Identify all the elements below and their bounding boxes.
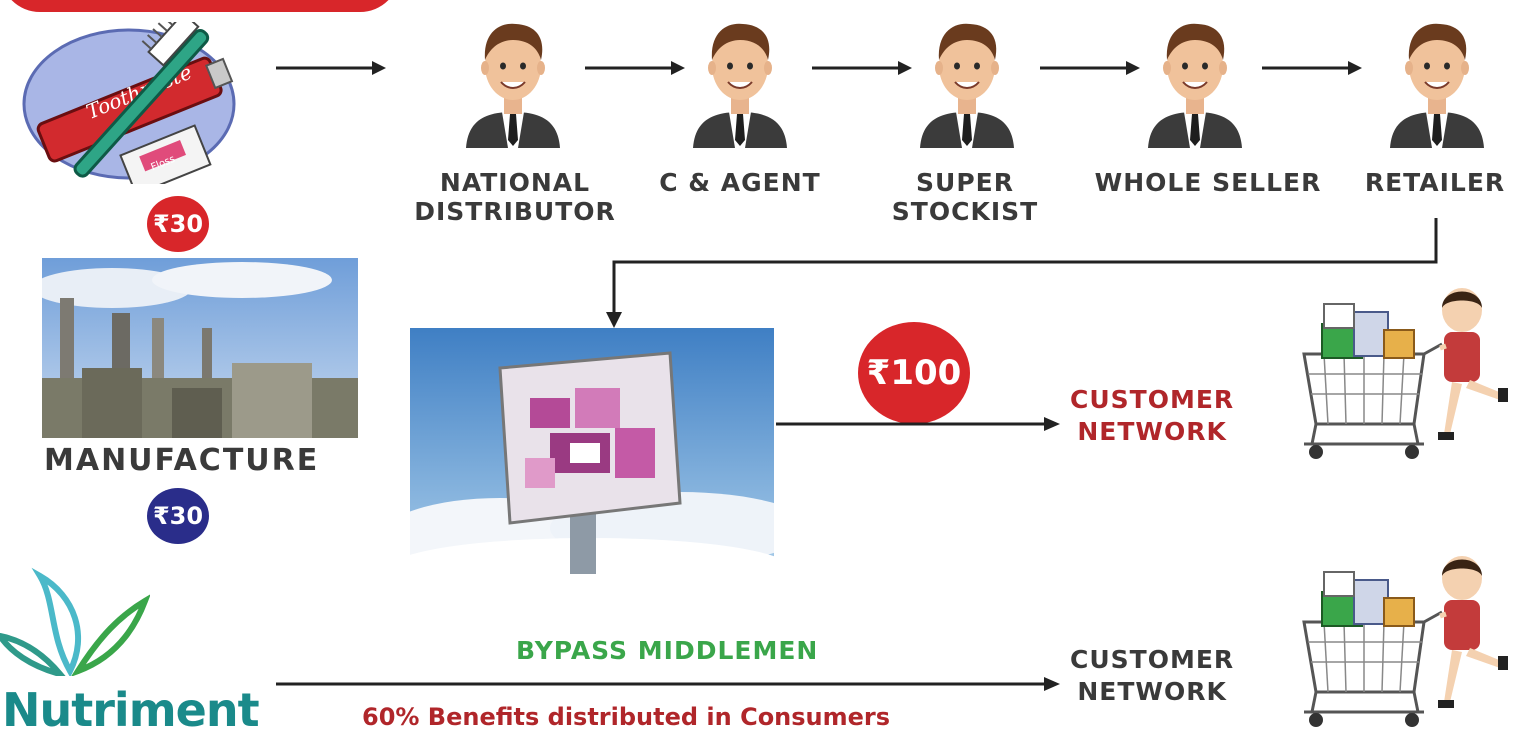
chain-label-line1: NATIONAL bbox=[439, 168, 591, 197]
chain-label-line2: DISTRIBUTOR bbox=[414, 197, 616, 226]
chain-label-line2: STOCKIST bbox=[891, 197, 1039, 226]
arrow-to-cagent bbox=[585, 61, 685, 75]
shopper-cart-top-image bbox=[1294, 284, 1514, 474]
customer-line1: CUSTOMER bbox=[1070, 385, 1235, 414]
connector-retailer-to-billboard bbox=[606, 218, 1438, 328]
chain-label-super-stockist: SUPER STOCKIST bbox=[870, 168, 1060, 226]
chain-label-line1: C & AGENT bbox=[659, 168, 821, 197]
chain-label-national-distributor: NATIONAL DISTRIBUTOR bbox=[410, 168, 620, 226]
leaf-logo-icon bbox=[0, 567, 150, 676]
chain-label-line1: RETAILER bbox=[1364, 168, 1506, 197]
price-badge-customer: ₹100 bbox=[858, 322, 970, 424]
factory-image bbox=[42, 258, 358, 438]
chain-label-retailer: RETAILER bbox=[1340, 168, 1530, 197]
arrow-bypass bbox=[276, 677, 1060, 691]
benefits-label: 60% Benefits distributed in Consumers bbox=[362, 703, 891, 731]
customer-network-top-label: CUSTOMER NETWORK bbox=[1070, 384, 1234, 448]
person-whole-seller-icon bbox=[1140, 8, 1250, 148]
customer-network-bottom-label: CUSTOMER NETWORK bbox=[1070, 644, 1234, 708]
arrow-to-wholeseller bbox=[1040, 61, 1140, 75]
person-super-stockist-icon bbox=[912, 8, 1022, 148]
chain-label-c-agent: C & AGENT bbox=[640, 168, 840, 197]
person-c-agent-icon bbox=[685, 8, 795, 148]
person-national-distributor-icon bbox=[458, 8, 568, 148]
shopper-cart-bottom-image bbox=[1294, 552, 1514, 742]
price-badge-bottom: ₹30 bbox=[147, 488, 209, 544]
arrow-to-stockist bbox=[812, 61, 912, 75]
brand-name: Nutriment bbox=[2, 683, 260, 737]
toothpaste-image: Toothpaste Floss bbox=[18, 10, 240, 196]
customer-line2: NETWORK bbox=[1077, 677, 1227, 706]
bypass-label: BYPASS MIDDLEMEN bbox=[516, 636, 819, 665]
manufacture-label: MANUFACTURE bbox=[44, 443, 320, 478]
price-badge-top: ₹30 bbox=[147, 196, 209, 252]
customer-line1: CUSTOMER bbox=[1070, 645, 1235, 674]
billboard-image bbox=[410, 328, 774, 574]
chain-label-line1: SUPER bbox=[916, 168, 1014, 197]
chain-label-line1: WHOLE SELLER bbox=[1094, 168, 1322, 197]
customer-line2: NETWORK bbox=[1077, 417, 1227, 446]
top-banner bbox=[0, 0, 400, 12]
chain-label-whole-seller: WHOLE SELLER bbox=[1078, 168, 1338, 197]
arrow-to-customer-network-top bbox=[776, 417, 1060, 431]
brand-logo: Nutriment bbox=[0, 566, 270, 742]
arrow-to-retailer bbox=[1262, 61, 1362, 75]
arrow-to-distributor bbox=[276, 61, 386, 75]
person-retailer-icon bbox=[1382, 8, 1492, 148]
